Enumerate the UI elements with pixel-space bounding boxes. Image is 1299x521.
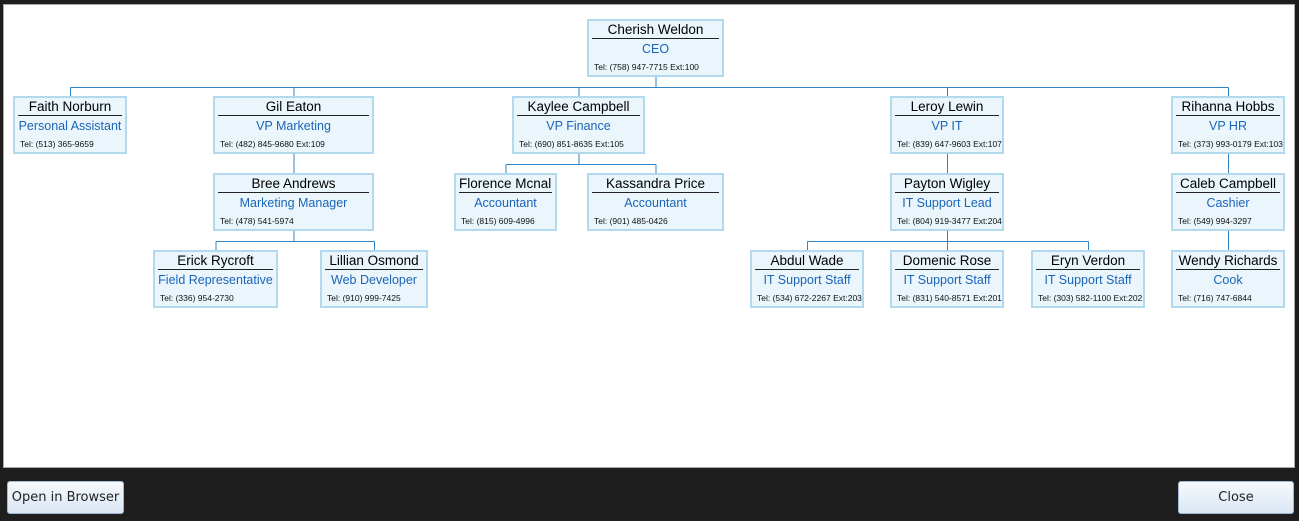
employee-phone: Tel: (534) 672-2267 Ext:203 <box>757 293 862 303</box>
employee-phone: Tel: (373) 993-0179 Ext:103 <box>1178 139 1283 149</box>
employee-name: Abdul Wade <box>755 253 859 270</box>
employee-title: VP HR <box>1209 119 1247 133</box>
employee-name: Rihanna Hobbs <box>1176 99 1280 116</box>
employee-title: IT Support Staff <box>763 273 851 287</box>
employee-phone: Tel: (482) 845-9680 Ext:109 <box>220 139 325 149</box>
employee-name: Bree Andrews <box>218 176 369 193</box>
employee-phone: Tel: (690) 851-8635 Ext:105 <box>519 139 624 149</box>
employee-title: CEO <box>641 42 670 56</box>
employee-name: Florence Mcnally <box>459 176 552 193</box>
employee-title: IT Support Lead <box>902 196 992 210</box>
org-node-leroy[interactable]: Leroy Lewin VP IT Tel: (839) 647-9603 Ext:… <box>890 96 1004 154</box>
close-button[interactable]: Close <box>1178 481 1294 514</box>
employee-name: Payton Wigley <box>895 176 999 193</box>
employee-name: Lillian Osmond <box>325 253 423 270</box>
employee-title: IT Support Staff <box>903 273 991 287</box>
employee-title: Accountant <box>624 196 687 210</box>
org-node-rihanna[interactable]: Rihanna Hobbs VP HR Tel: (373) 993-0179 Ex… <box>1171 96 1285 154</box>
employee-phone: Tel: (901) 485-0426 <box>594 216 668 226</box>
employee-name: Domenic Rose <box>895 253 999 270</box>
employee-name: Gil Eaton <box>218 99 369 116</box>
employee-title: Marketing Manager <box>239 196 348 210</box>
connector-lines <box>70 77 1229 250</box>
employee-name: Cherish Weldon <box>592 22 719 39</box>
employee-phone: Tel: (549) 994-3297 <box>1178 216 1252 226</box>
employee-title: IT Support Staff <box>1044 273 1132 287</box>
employee-name: Erick Rycroft <box>158 253 273 270</box>
employee-name: Kaylee Campbell <box>517 99 640 116</box>
employee-name: Caleb Campbell <box>1176 176 1280 193</box>
employee-phone: Tel: (910) 999-7425 <box>327 293 401 303</box>
employee-phone: Tel: (804) 919-3477 Ext:204 <box>897 216 1002 226</box>
employee-name: Wendy Richards <box>1176 253 1280 270</box>
employee-phone: Tel: (839) 647-9603 Ext:107 <box>897 139 1002 149</box>
employee-title: Personal Assistant <box>18 119 122 133</box>
employee-phone: Tel: (716) 747-6844 <box>1178 293 1252 303</box>
employee-phone: Tel: (478) 541-5974 <box>220 216 294 226</box>
employee-title: VP Finance <box>546 119 611 133</box>
employee-phone: Tel: (336) 954-2730 <box>160 293 234 303</box>
bottom-toolbar: Open in Browser Close <box>0 471 1299 521</box>
employee-phone: Tel: (303) 582-1100 Ext:202 <box>1038 293 1143 303</box>
employee-name: Faith Norburn <box>18 99 122 116</box>
employee-name: Leroy Lewin <box>895 99 999 116</box>
employee-phone: Tel: (831) 540-8571 Ext:201 <box>897 293 1002 303</box>
open-in-browser-button[interactable]: Open in Browser <box>7 481 124 514</box>
employee-title: Web Developer <box>331 273 417 287</box>
employee-phone: Tel: (758) 947-7715 Ext:100 <box>594 62 699 72</box>
employee-title: Cook <box>1213 273 1243 287</box>
employee-name: Eryn Verdon <box>1036 253 1140 270</box>
employee-name: Kassandra Price <box>592 176 719 193</box>
employee-title: Accountant <box>474 196 537 210</box>
employee-phone: Tel: (513) 365-9659 <box>20 139 94 149</box>
employee-phone: Tel: (815) 609-4996 <box>461 216 535 226</box>
employee-title: Cashier <box>1206 196 1250 210</box>
employee-title: VP IT <box>931 119 963 133</box>
employee-title: VP Marketing <box>256 119 331 133</box>
employee-title: Field Representative <box>158 273 273 287</box>
